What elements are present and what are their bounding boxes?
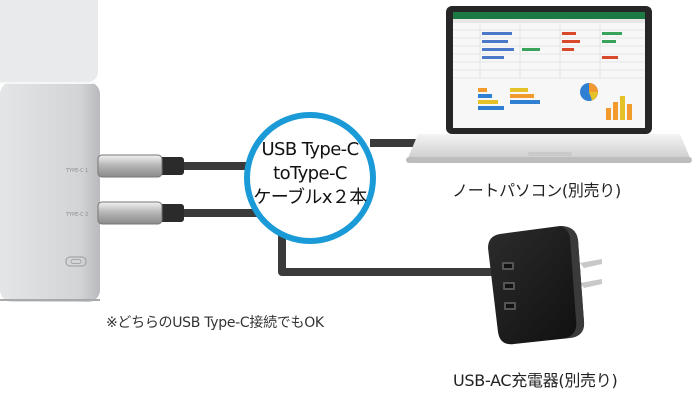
cable-callout-text: USB Type-C toType-C ケーブルx２本 xyxy=(246,138,374,210)
laptop-image xyxy=(406,6,692,163)
charger-image xyxy=(488,226,602,345)
cable-callout-circle xyxy=(244,112,376,244)
callout-line-2: toType-C xyxy=(273,163,347,184)
hub-port-icon xyxy=(65,256,87,267)
laptop-label: ノートパソコン(別売り) xyxy=(452,181,621,200)
usb-hub: TYPE-C 1 TYPE-C 2 xyxy=(0,0,100,302)
hub-port2-label: TYPE-C 2 xyxy=(65,212,88,218)
callout-line-3: ケーブルx２本 xyxy=(253,187,367,208)
callout-line-1: USB Type-C xyxy=(261,139,359,160)
hub-port1-label: TYPE-C 1 xyxy=(65,168,88,174)
connection-note: ※どちらのUSB Type-C接続でもOK xyxy=(106,315,324,331)
cable-to-hub-1 xyxy=(97,154,285,178)
charger-label: USB-AC充電器(別売り) xyxy=(453,371,618,390)
